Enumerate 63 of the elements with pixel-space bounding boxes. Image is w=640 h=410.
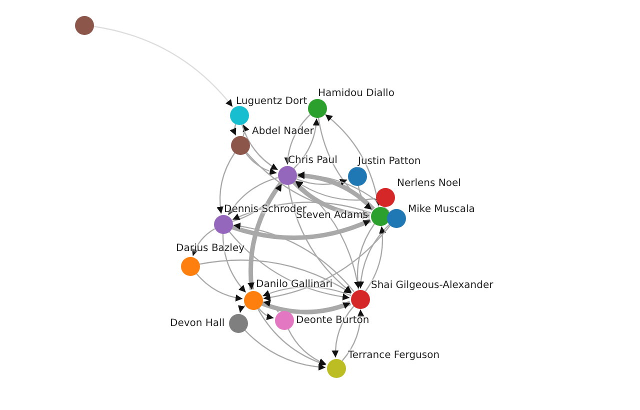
player-node [230,136,250,154]
arrow [294,180,360,290]
player-name: Abdel Nader [252,125,314,138]
arrow [261,300,352,314]
arrow [216,152,236,214]
player-name: Hamidou Diallo [318,87,394,100]
arrow [242,124,250,136]
arrow [332,306,354,358]
player-node [180,256,200,276]
player-name: Justin Patton [358,155,421,168]
arrow [295,180,376,201]
player-node [74,16,94,34]
player-name: Danilo Gallinari [256,278,333,291]
player-name: Shai Gilgeous-Alexander [371,279,494,292]
arrow [192,228,216,256]
player-name: Devon Hall [170,317,225,330]
arrow [262,286,352,297]
arrow [233,222,354,292]
player-name: Darius Bazley [176,242,245,255]
player-node [214,214,232,234]
arrow [357,224,390,289]
player-node [386,208,406,228]
arrow [245,152,277,175]
arrow [238,304,246,313]
arrow [199,260,352,294]
arrow [258,307,274,320]
player-name: Deonte Burton [296,314,370,327]
player-name: Mike Muscala [408,203,475,216]
arrow [354,223,375,289]
arrow [365,226,386,292]
player-node [350,290,370,308]
arrow [244,329,326,370]
player-node [308,98,326,118]
player-name: Nerlens Noel [397,177,461,190]
arrow [288,328,326,365]
player-name: Chris Paul [288,154,338,167]
player-node [278,166,296,184]
player-name: Terrance Ferguson [348,349,440,362]
player-node [326,358,346,378]
player-node [274,310,294,330]
arrow [232,202,372,220]
arrow [93,26,233,108]
arrow [196,272,243,302]
player-node [376,188,394,206]
arrow [231,218,372,240]
player-node [348,166,366,186]
arrow [297,172,390,212]
arrow [293,118,320,169]
arrow [342,309,364,362]
arrow [263,300,279,313]
arrow [222,233,246,293]
player-node [244,290,262,310]
arrow [257,308,326,366]
arrow [297,172,375,211]
player-node [230,106,248,124]
arrow [296,178,348,186]
arrow [248,181,284,290]
arrow [288,184,352,294]
arrow [358,185,372,210]
player-node [228,314,248,332]
arrow [241,124,278,170]
arrow [230,124,236,136]
player-name: Luguentz Dort [236,95,308,108]
